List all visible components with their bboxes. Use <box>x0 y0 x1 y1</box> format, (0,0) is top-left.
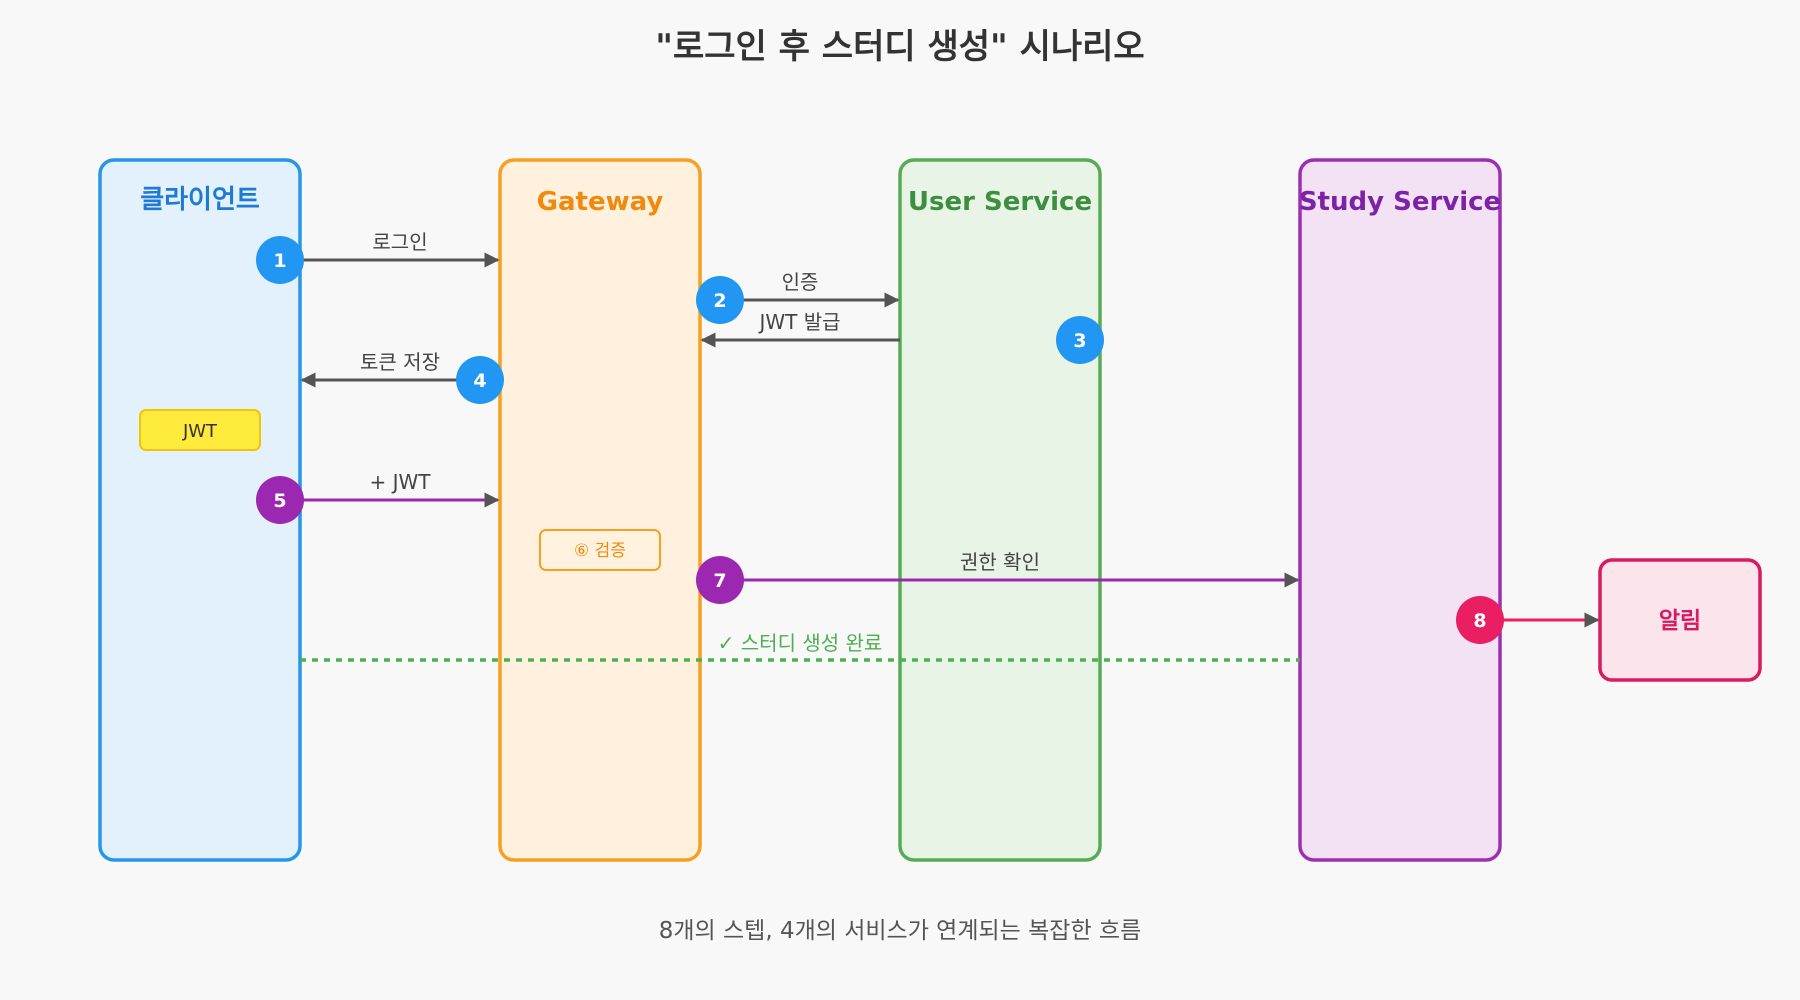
step-5-marker: 5 <box>256 476 304 524</box>
notification-box: 알림 <box>1598 558 1762 682</box>
lane-gateway: Gateway <box>498 158 702 862</box>
step-8-number: 8 <box>1473 610 1486 632</box>
step-5-number: 5 <box>273 490 286 512</box>
lane-study-service: Study Service <box>1298 158 1502 862</box>
lane-gateway-title: Gateway <box>537 187 664 217</box>
lane-study-service-title: Study Service <box>1299 187 1501 217</box>
step-2-number: 2 <box>713 290 726 312</box>
step-3-number: 3 <box>1073 330 1086 352</box>
verify-badge: ⑥ 검증 <box>539 529 661 571</box>
label-jwt-issue: JWT 발급 <box>757 310 840 334</box>
step-2-marker: 2 <box>696 276 744 324</box>
completion-label: ✓ 스터디 생성 완료 <box>718 631 883 655</box>
verify-badge-label: ⑥ 검증 <box>574 541 626 561</box>
step-7-marker: 7 <box>696 556 744 604</box>
lane-client-title: 클라이언트 <box>140 185 260 215</box>
jwt-badge-label: JWT <box>182 421 218 442</box>
label-permission-check: 권한 확인 <box>960 550 1040 574</box>
step-4-marker: 4 <box>456 356 504 404</box>
step-3-marker: 3 <box>1056 316 1104 364</box>
label-login: 로그인 <box>372 230 427 254</box>
jwt-badge: JWT <box>139 409 261 451</box>
step-8-marker: 8 <box>1456 596 1504 644</box>
notification-label: 알림 <box>1659 608 1701 634</box>
step-1-marker: 1 <box>256 236 304 284</box>
label-token-store: 토큰 저장 <box>360 350 440 374</box>
step-7-number: 7 <box>713 570 726 592</box>
footer-caption: 8개의 스텝, 4개의 서비스가 연계되는 복잡한 흐름 <box>659 918 1141 944</box>
lane-user-service: User Service <box>898 158 1102 862</box>
lane-user-service-title: User Service <box>908 187 1092 217</box>
label-plus-jwt: + JWT <box>369 470 431 494</box>
diagram-title: "로그인 후 스터디 생성" 시나리오 <box>655 27 1144 67</box>
step-1-number: 1 <box>273 250 286 272</box>
label-auth: 인증 <box>782 270 819 294</box>
step-4-number: 4 <box>473 370 486 392</box>
